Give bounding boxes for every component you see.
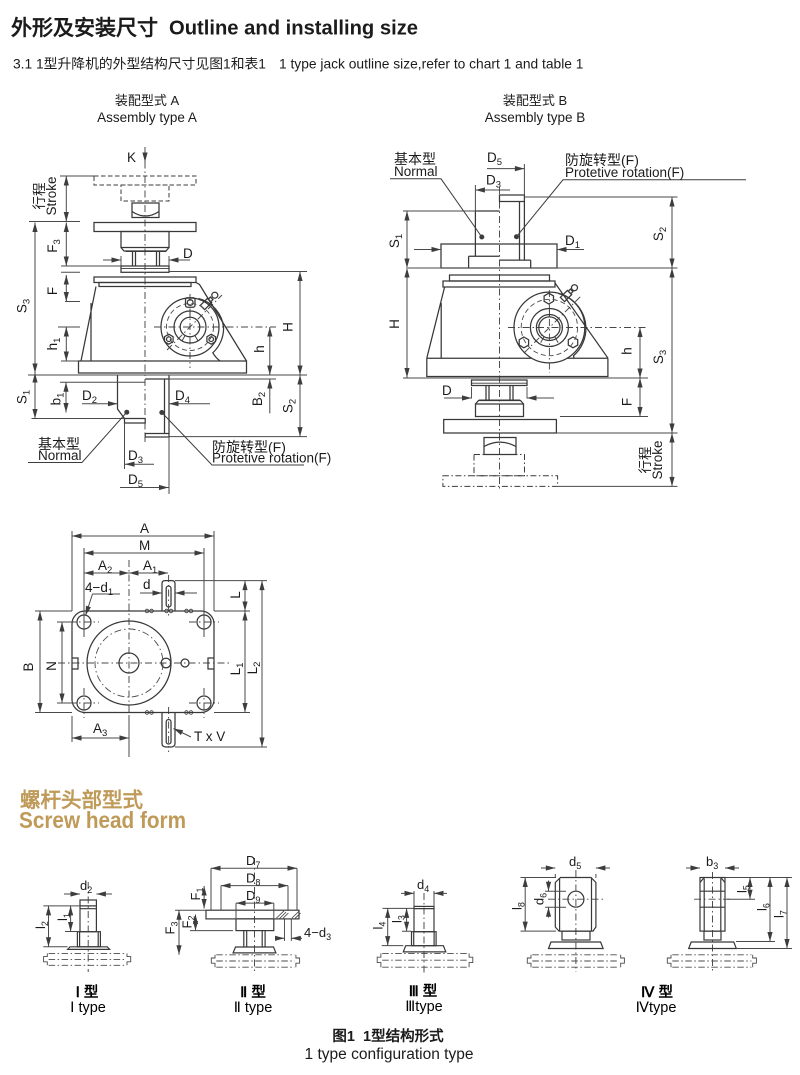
svg-text:D3: D3 bbox=[486, 173, 501, 191]
svg-text:l2: l2 bbox=[33, 921, 50, 929]
svg-text:Stroke: Stroke bbox=[650, 440, 665, 479]
svg-text:Ⅲ 型: Ⅲ 型 bbox=[409, 982, 438, 1000]
svg-text:D: D bbox=[442, 383, 452, 398]
svg-text:防旋转型(F): 防旋转型(F) bbox=[212, 439, 286, 455]
svg-text:装配型式 B: 装配型式 B bbox=[503, 93, 567, 108]
svg-text:行程: 行程 bbox=[32, 183, 47, 210]
svg-text:螺杆头部型式: 螺杆头部型式 bbox=[20, 788, 143, 812]
svg-text:D5: D5 bbox=[487, 150, 502, 168]
svg-text:F1: F1 bbox=[188, 888, 205, 901]
svg-text:Ⅲtype: Ⅲtype bbox=[405, 999, 442, 1015]
svg-text:h1: h1 bbox=[45, 338, 63, 351]
svg-text:B: B bbox=[21, 662, 36, 671]
svg-text:S3: S3 bbox=[651, 350, 669, 364]
svg-text:Stroke: Stroke bbox=[44, 176, 59, 215]
svg-text:B2: B2 bbox=[250, 392, 268, 406]
svg-text:D7: D7 bbox=[246, 853, 260, 870]
svg-text:Ⅰ type: Ⅰ type bbox=[70, 1000, 106, 1016]
svg-text:H: H bbox=[281, 322, 296, 332]
svg-text:F3: F3 bbox=[163, 922, 180, 935]
svg-text:4−d3: 4−d3 bbox=[304, 925, 331, 942]
svg-text:Ⅱ type: Ⅱ type bbox=[234, 1000, 273, 1016]
svg-text:b3: b3 bbox=[706, 854, 718, 871]
svg-text:M: M bbox=[139, 538, 150, 553]
svg-text:l7: l7 bbox=[772, 910, 789, 918]
svg-text:装配型式 A: 装配型式 A bbox=[115, 93, 180, 108]
svg-text:L2: L2 bbox=[245, 662, 263, 675]
svg-text:S1: S1 bbox=[387, 234, 405, 248]
svg-text:K: K bbox=[127, 150, 136, 165]
svg-text:d2: d2 bbox=[80, 878, 92, 895]
svg-text:D: D bbox=[183, 246, 193, 261]
svg-text:Normal: Normal bbox=[394, 164, 438, 179]
svg-text:N: N bbox=[44, 661, 59, 671]
svg-text:防旋转型(F): 防旋转型(F) bbox=[565, 152, 639, 168]
svg-text:l1: l1 bbox=[55, 913, 72, 921]
svg-text:l6: l6 bbox=[755, 903, 772, 911]
svg-text:Assembly type B: Assembly type B bbox=[485, 110, 586, 125]
svg-text:A: A bbox=[140, 521, 149, 536]
svg-text:D8: D8 bbox=[246, 871, 260, 888]
svg-text:l8: l8 bbox=[510, 902, 527, 910]
svg-text:l5: l5 bbox=[735, 885, 752, 893]
svg-text:L: L bbox=[228, 591, 243, 599]
svg-text:基本型: 基本型 bbox=[394, 151, 436, 167]
svg-text:d: d bbox=[143, 577, 151, 592]
svg-text:Protetive rotation(F): Protetive rotation(F) bbox=[565, 165, 684, 180]
svg-text:d5: d5 bbox=[569, 854, 581, 871]
svg-text:图1 1型结构形式: 图1 1型结构形式 bbox=[332, 1027, 444, 1045]
svg-text:Ⅰ 型: Ⅰ 型 bbox=[76, 983, 99, 1001]
svg-text:基本型: 基本型 bbox=[38, 436, 80, 452]
svg-text:h: h bbox=[620, 347, 635, 355]
svg-text:F2: F2 bbox=[180, 916, 197, 929]
svg-text:F3: F3 bbox=[45, 239, 63, 253]
svg-text:d6: d6 bbox=[532, 893, 549, 905]
svg-text:T x V: T x V bbox=[194, 729, 225, 744]
svg-text:A3: A3 bbox=[93, 721, 107, 739]
svg-text:Normal: Normal bbox=[38, 448, 82, 463]
svg-text:b1: b1 bbox=[49, 393, 67, 406]
svg-text:Ⅳ 型: Ⅳ 型 bbox=[641, 983, 673, 1001]
svg-text:d4: d4 bbox=[417, 877, 429, 894]
svg-text:S2: S2 bbox=[651, 227, 669, 241]
svg-text:l4: l4 bbox=[371, 922, 388, 930]
svg-text:L1: L1 bbox=[228, 663, 246, 676]
svg-text:D1: D1 bbox=[565, 233, 580, 251]
svg-text:D3: D3 bbox=[128, 448, 143, 466]
svg-text:S1: S1 bbox=[15, 390, 33, 404]
svg-text:h: h bbox=[252, 345, 267, 353]
svg-text:S2: S2 bbox=[281, 399, 299, 413]
svg-text:行程: 行程 bbox=[638, 447, 653, 474]
svg-text:Screw head form: Screw head form bbox=[19, 807, 186, 833]
svg-text:l3: l3 bbox=[390, 915, 407, 923]
svg-text:H: H bbox=[387, 319, 402, 329]
svg-text:4−d1: 4−d1 bbox=[85, 580, 113, 598]
svg-text:Ⅳtype: Ⅳtype bbox=[636, 1000, 677, 1016]
svg-text:Protetive rotation(F): Protetive rotation(F) bbox=[212, 451, 331, 466]
svg-text:S3: S3 bbox=[15, 299, 33, 313]
svg-text:Assembly type A: Assembly type A bbox=[97, 110, 197, 125]
svg-text:D9: D9 bbox=[246, 888, 260, 905]
svg-text:1 type configuration type: 1 type configuration type bbox=[305, 1046, 474, 1063]
svg-text:F: F bbox=[620, 398, 635, 406]
svg-text:F: F bbox=[45, 287, 60, 295]
svg-text:Ⅱ 型: Ⅱ 型 bbox=[240, 983, 266, 1001]
